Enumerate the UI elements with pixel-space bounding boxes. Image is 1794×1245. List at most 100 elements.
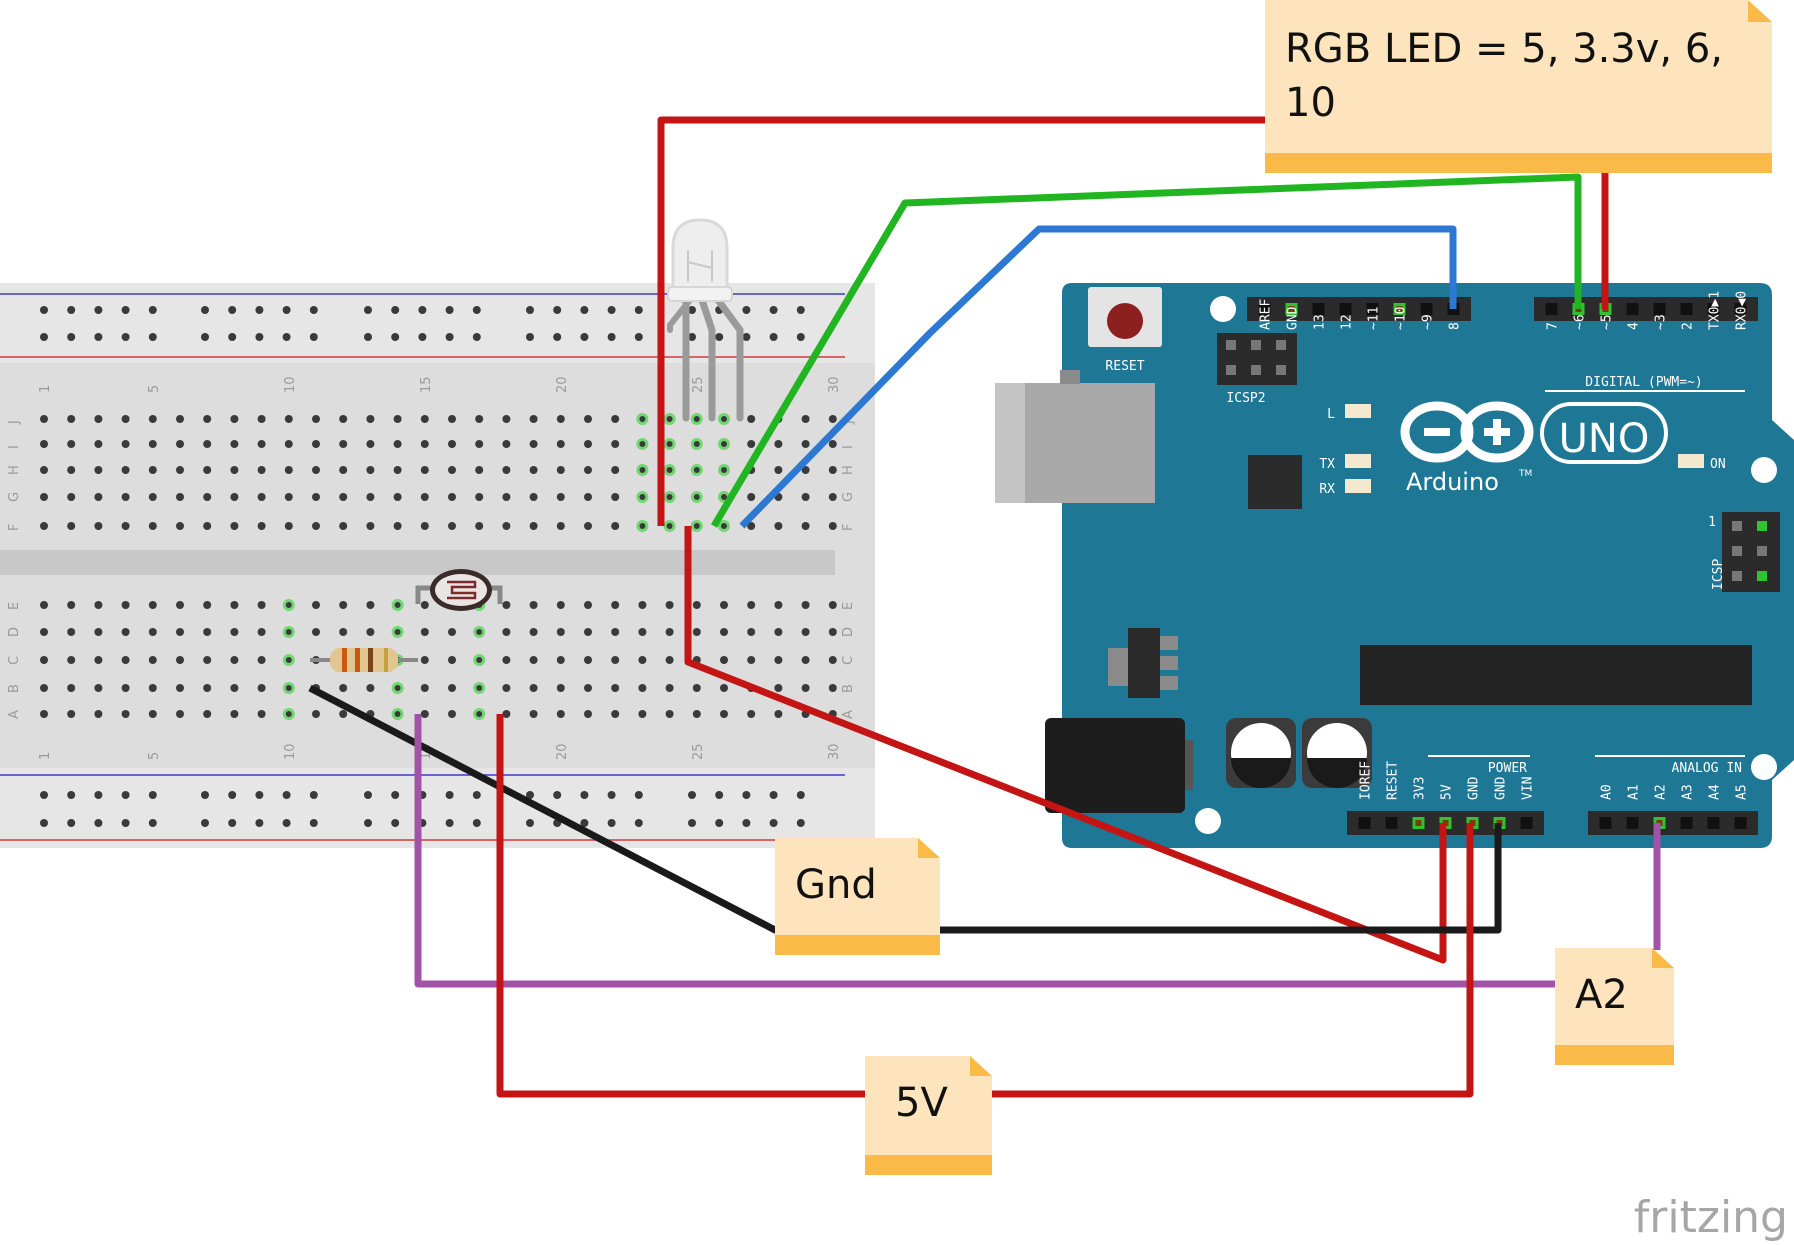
breadboard-hole [40,466,48,474]
arduino-logo [1400,401,1668,464]
breadboard-hole [257,710,266,718]
breadboard-hole [529,710,538,718]
rail-hole [228,306,237,314]
note-rgb-led: RGB LED = 5, 3.3v, 6, 10 [1265,0,1772,173]
chip-small [1248,455,1302,509]
breadboard-hole [230,440,239,448]
rail-hole [526,306,534,314]
rail-hole [67,306,76,314]
breadboard-hole [121,628,130,636]
breadboard-hole [148,415,157,423]
breadboard-hole [556,522,565,530]
digital-label: DIGITAL (PWM=~) [1585,375,1702,390]
breadboard-hole [747,710,756,718]
breadboard-hole [801,684,810,692]
header-body [1247,297,1471,321]
breadboard-hole [556,601,565,609]
breadboard-hole [121,440,130,448]
breadboard-hole [584,628,592,636]
atmega-chip [1360,645,1752,705]
note-gnd: Gnd [775,838,940,955]
rail-hole [40,791,48,799]
rail-hole [309,819,318,827]
breadboard-hole [529,466,538,474]
pin-label: ~5 [1600,314,1615,330]
rail-hole [364,306,372,314]
breadboard-hole [176,628,184,636]
breadboard-hole [556,493,565,501]
capacitor-2 [1302,718,1372,788]
rail-hole [769,333,778,341]
breadboard-hole [556,710,565,718]
rail-hole [94,333,103,341]
breadboard-hole [448,656,456,664]
mounting-hole [1751,754,1777,780]
column-number: 25 [691,743,706,760]
rail-hole [472,819,481,827]
resistor [310,648,418,672]
breadboard-hole [339,415,348,423]
rail-hole [282,791,291,799]
breadboard-hole [665,684,674,692]
breadboard-hole [230,493,239,501]
column-number: 15 [419,376,434,393]
led-rx [1345,479,1371,493]
breadboard-hole [584,684,592,692]
breadboard-hole [420,493,429,501]
breadboard-hole [339,466,348,474]
breadboard-hole [148,440,157,448]
breadboard-hole [94,710,103,718]
breadboard-hole [529,601,538,609]
breadboard-hole [67,522,76,530]
breadboard-hole [176,466,184,474]
breadboard-hole [393,415,402,423]
breadboard-hole [556,656,565,664]
rail-hole [607,306,616,314]
pin-label: A3 [1681,784,1696,800]
breadboard-hole [828,440,837,448]
rail-hole [769,791,778,799]
breadboard-hole [420,656,429,664]
breadboard-hole [284,466,293,474]
breadboard-hole [611,415,620,423]
breadboard-hole [801,440,810,448]
breadboard-hole [230,522,239,530]
rail-hole [796,819,805,827]
note-rgb-line1: RGB LED = 5, 3.3v, 6, [1285,26,1723,72]
breadboard-hole [502,656,511,664]
wire-red-3v3 [684,526,1447,964]
rail-hole [634,791,643,799]
column-number: 10 [283,743,298,760]
pin-label: TX0▶1 [1708,291,1723,330]
breadboard-hole [828,522,837,530]
breadboard-hole [502,601,511,609]
breadboard-hole [529,656,538,664]
uno-logo-text: UNO [1559,416,1650,462]
header-pin [1734,817,1747,829]
rail-hole [553,791,562,799]
breadboard-hole [230,710,239,718]
breadboard-hole [611,522,620,530]
breadboard-hole [475,466,484,474]
minus-icon [1424,428,1450,436]
breadboard-hole [176,684,184,692]
rail-hole [796,333,805,341]
breadboard-hole [638,601,647,609]
breadboard-hole [94,522,103,530]
mounting-hole [1751,457,1777,483]
breadboard-hole [828,684,837,692]
rail-hole [309,333,318,341]
breadboard-hole [366,522,375,530]
breadboard-hole [257,656,266,664]
row-letter: I [841,445,856,449]
rail-hole [418,306,427,314]
led-rx-label: RX [1319,482,1335,497]
voltage-regulator [1128,628,1160,698]
breadboard-hole [257,415,266,423]
pin-label: ~11 [1367,307,1382,330]
arduino-pcb [1062,283,1794,848]
analog-in-label: ANALOG IN [1672,761,1742,776]
breadboard-hole [40,440,48,448]
rail-hole [472,306,481,314]
breadboard-hole [176,656,184,664]
